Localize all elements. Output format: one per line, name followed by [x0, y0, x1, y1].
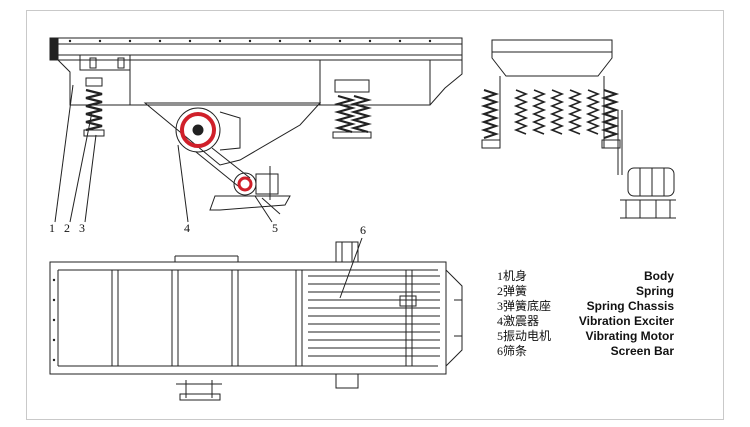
- feeder-body: [49, 37, 463, 106]
- callout-4: 4: [184, 221, 190, 235]
- legend-cn-5: 5振动电机: [497, 329, 551, 343]
- front-screen-bars: [513, 89, 601, 135]
- right-spring: [332, 79, 373, 139]
- vibration-exciter: [175, 107, 241, 153]
- legend-en-5: Vibrating Motor: [586, 329, 675, 343]
- legend: 1机身 2弹簧 3弹簧底座 4激震器 5振动电机 6筛条 Body Spring…: [497, 268, 674, 358]
- callout-5: 5: [272, 221, 278, 235]
- left-spring: [83, 77, 105, 137]
- callout-6: 6: [360, 223, 366, 237]
- legend-cn-2: 2弹簧: [497, 283, 527, 298]
- legend-cn-1: 1机身: [497, 268, 527, 283]
- legend-en-3: Spring Chassis: [587, 299, 675, 313]
- legend-en-4: Vibration Exciter: [579, 314, 674, 328]
- vibrating-motor: [209, 166, 291, 215]
- legend-en-1: Body: [644, 269, 674, 283]
- callout-3: 3: [79, 221, 85, 235]
- plan-screen-bars: [308, 270, 440, 366]
- legend-cn-4: 4激震器: [497, 314, 539, 328]
- side-view: [49, 37, 463, 223]
- drawing-frame: [26, 10, 724, 420]
- legend-cn-6: 6筛条: [497, 343, 527, 358]
- legend-en-2: Spring: [636, 284, 674, 298]
- front-view: [480, 39, 676, 219]
- plan-view: [49, 237, 463, 401]
- legend-cn-3: 3弹簧底座: [497, 298, 551, 313]
- callout-2: 2: [64, 221, 70, 235]
- callout-1: 1: [49, 221, 55, 235]
- legend-en-6: Screen Bar: [611, 344, 675, 358]
